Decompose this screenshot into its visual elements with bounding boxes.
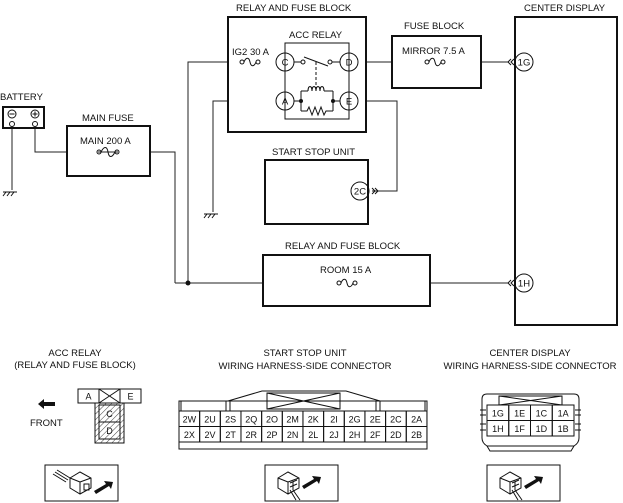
ssu-cavity-label: 2N — [287, 430, 299, 440]
svg-text:D: D — [346, 58, 353, 69]
ssu-cavity-label: 2S — [225, 414, 236, 424]
fuse-icon — [239, 57, 261, 67]
center-display-label: CENTER DISPLAY — [524, 3, 606, 14]
front-arrow-icon — [38, 399, 55, 409]
connector-arrow-icon — [371, 187, 379, 195]
svg-text:C: C — [282, 58, 289, 69]
cd-cavity-label: 1C — [536, 408, 548, 418]
svg-text:1G: 1G — [518, 58, 531, 69]
connector-subtitle: WIRING HARNESS-SIDE CONNECTOR — [444, 361, 617, 372]
fuse-block-label: FUSE BLOCK — [404, 21, 465, 32]
ground-icon — [203, 213, 218, 219]
ssu-cavity-label: 2C — [390, 414, 402, 424]
ssu-cavity-label: 2L — [308, 430, 318, 440]
ssu-cavity-label: 2E — [370, 414, 381, 424]
ssu-cavity-label: 2U — [204, 414, 216, 424]
wire-ig2-feed — [187, 61, 240, 283]
main-fuse: MAIN FUSE MAIN 200 A — [66, 113, 151, 177]
svg-text:2C: 2C — [354, 187, 366, 198]
main-fuse-rating: MAIN 200 A — [80, 136, 131, 147]
cavity-c: C — [106, 409, 113, 419]
ssu-cavity-label: 2W — [183, 414, 197, 424]
cavity-a: A — [85, 392, 91, 402]
room-fuse-label: ROOM 15 A — [320, 265, 372, 276]
connector-view-icon — [44, 464, 119, 502]
relay-fuse-block-label: RELAY AND FUSE BLOCK — [285, 241, 401, 252]
ssu-cavity-label: 2I — [330, 414, 338, 424]
connector-subtitle: WIRING HARNESS-SIDE CONNECTOR — [219, 361, 392, 372]
display-pin-1g: 1G — [514, 52, 534, 72]
svg-text:1H: 1H — [518, 279, 530, 290]
cd-cavity-label: 1F — [514, 424, 525, 434]
connector-arrow-icon — [507, 58, 515, 66]
ssu-cavity-label: 2K — [308, 414, 319, 424]
ssu-cavity-label: 2B — [411, 430, 422, 440]
connector-title: START STOP UNIT — [263, 348, 346, 359]
ssu-cavity-label: 2A — [411, 414, 422, 424]
connector-view-icon — [264, 464, 339, 502]
display-pin-1h: 1H — [514, 273, 534, 293]
relay-fuse-block-label: RELAY AND FUSE BLOCK — [236, 3, 352, 14]
ssu-pin-2c: 2C — [350, 181, 370, 201]
cavity-e: E — [127, 392, 133, 402]
ssu-cavity-label: 2M — [286, 414, 299, 424]
connector-subtitle: (RELAY AND FUSE BLOCK) — [14, 360, 136, 371]
center-display-connector: CENTER DISPLAY WIRING HARNESS-SIDE CONNE… — [444, 348, 617, 502]
start-stop-unit: START STOP UNIT 2C — [264, 147, 379, 225]
svg-text:E: E — [346, 97, 352, 108]
fuse-icon — [424, 57, 446, 67]
connector-arrow-icon — [507, 279, 515, 287]
ssu-cavity-label: 2O — [266, 414, 278, 424]
ssu-cavity-label: 2J — [329, 430, 339, 440]
cd-cavity-label: 1B — [558, 424, 569, 434]
battery: BATTERY — [0, 92, 45, 129]
fuse-icon — [336, 278, 358, 288]
ig2-fuse-label: IG2 30 A — [232, 47, 270, 58]
relay-fuse-block-bottom: RELAY AND FUSE BLOCK ROOM 15 A — [262, 241, 431, 307]
junction-dot — [185, 280, 191, 286]
cavity-cell — [551, 420, 575, 437]
ssu-cavity-label: 2T — [225, 430, 236, 440]
ssu-cavity-label: 2V — [204, 430, 215, 440]
ssu-cavity-label: 2H — [349, 430, 361, 440]
acc-relay-connector: ACC RELAY (RELAY AND FUSE BLOCK) A E C D… — [14, 348, 142, 502]
cd-cavity-label: 1D — [536, 424, 548, 434]
cavity-d: D — [106, 426, 113, 436]
cavity-grid: 2W 2U 2S 2Q 2O 2M 2K 2I 2G 2E 2C 2A 2X 2V 2T 2R 2P 2N 2L 2J… — [178, 410, 428, 443]
battery-label: BATTERY — [0, 92, 44, 103]
ssu-cavity-label: 2P — [266, 430, 277, 440]
ssu-cavity-label: 2R — [246, 430, 258, 440]
cavity-grid: 1G 1E 1C 1A 1H 1F 1D 1B — [486, 404, 575, 437]
cd-cavity-label: 1H — [492, 424, 504, 434]
wire-e-to-2c — [359, 100, 398, 192]
connector-view-icon — [486, 464, 561, 502]
start-stop-unit-label: START STOP UNIT — [272, 147, 355, 158]
relay-coil-icon — [294, 86, 340, 117]
mirror-fuse-label: MIRROR 7.5 A — [402, 46, 465, 57]
relay-fuse-block-top: RELAY AND FUSE BLOCK IG2 30 A ACC RELAY … — [227, 3, 367, 133]
cd-cavity-label: 1A — [558, 408, 569, 418]
connector-title: ACC RELAY — [48, 348, 102, 359]
ssu-cavity-label: 2D — [390, 430, 402, 440]
svg-text:A: A — [282, 97, 289, 108]
ssu-cavity-label: 2X — [184, 430, 195, 440]
front-label: FRONT — [30, 418, 63, 429]
fuse-icon — [96, 147, 120, 157]
cd-cavity-label: 1E — [514, 408, 525, 418]
ssu-cavity-label: 2G — [349, 414, 361, 424]
connector-title: CENTER DISPLAY — [489, 348, 571, 359]
start-stop-unit-connector: START STOP UNIT WIRING HARNESS-SIDE CONN… — [178, 348, 428, 502]
ssu-cavity-label: 2F — [370, 430, 381, 440]
relay-switch-icon — [294, 56, 340, 89]
cd-cavity-label: 1G — [492, 408, 504, 418]
acc-relay-label: ACC RELAY — [289, 30, 343, 41]
main-fuse-label: MAIN FUSE — [82, 113, 134, 124]
ssu-cavity-label: 2Q — [245, 414, 257, 424]
plus-icon — [32, 111, 38, 117]
center-display: CENTER DISPLAY 1G 1H — [507, 3, 618, 326]
ground-icon — [2, 191, 17, 197]
fuse-block: FUSE BLOCK MIRROR 7.5 A — [391, 21, 482, 89]
